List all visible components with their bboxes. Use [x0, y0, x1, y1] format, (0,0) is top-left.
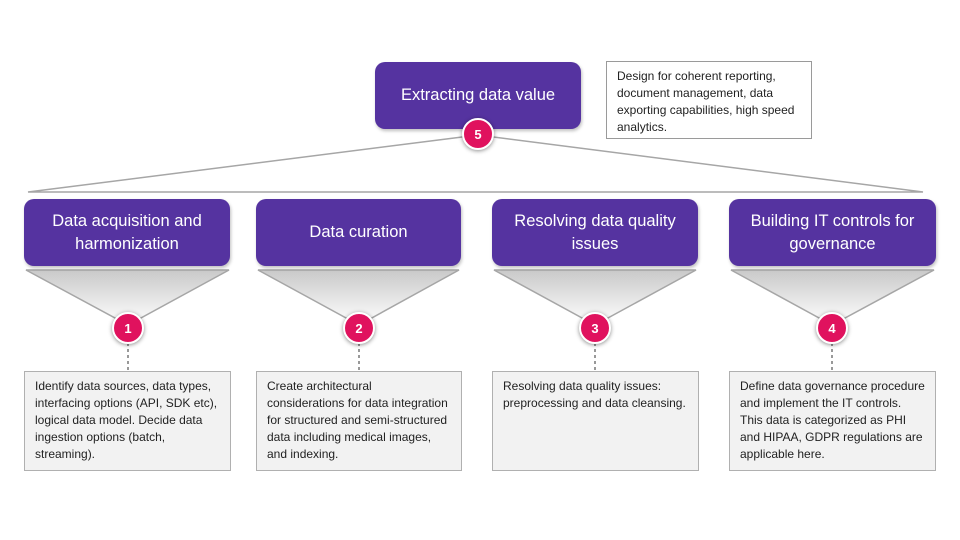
step-4-description-note: Define data governance procedure and imp… [729, 371, 936, 471]
step-5-number-badge: 5 [462, 118, 494, 150]
step-1-number-badge: 1 [112, 312, 144, 344]
step-2-funnel [257, 269, 460, 326]
step-3-number-badge: 3 [579, 312, 611, 344]
step-4-title: Building IT controls for governance [750, 211, 915, 253]
step-3-box: Resolving data quality issues [492, 199, 698, 266]
step-1-description: Identify data sources, data types, inter… [35, 379, 218, 461]
step-3-description-note: Resolving data quality issues: preproces… [492, 371, 699, 471]
top-fan-connector [27, 134, 924, 193]
step-4-number: 4 [828, 320, 836, 336]
step-2-box: Data curation [256, 199, 461, 266]
step-1-description-note: Identify data sources, data types, inter… [24, 371, 231, 471]
top-box-extracting-data-value: Extracting data value [375, 62, 581, 129]
top-description-text: Design for coherent reporting, document … [617, 69, 795, 134]
step-4-description: Define data governance procedure and imp… [740, 379, 925, 461]
step-2-description: Create architectural considerations for … [267, 379, 448, 461]
step-4-number-badge: 4 [816, 312, 848, 344]
step-3-description: Resolving data quality issues: preproces… [503, 379, 686, 410]
step-2-description-note: Create architectural considerations for … [256, 371, 462, 471]
step-2-number-badge: 2 [343, 312, 375, 344]
step-5-number: 5 [474, 126, 482, 142]
top-box-title: Extracting data value [400, 86, 556, 104]
step-3-funnel [493, 269, 697, 326]
step-1-number: 1 [124, 320, 132, 336]
step-3-number: 3 [591, 320, 599, 336]
step-1-title: Data acquisition and harmonization [52, 211, 202, 253]
step-3-title: Resolving data quality issues [514, 211, 676, 253]
step-4-box: Building IT controls for governance [729, 199, 936, 266]
step-1-funnel [25, 269, 230, 326]
step-1-box: Data acquisition and harmonization [24, 199, 230, 266]
top-description-note: Design for coherent reporting, document … [606, 61, 812, 139]
step-2-number: 2 [355, 320, 363, 336]
step-2-title: Data curation [309, 223, 408, 241]
step-4-funnel [730, 269, 935, 326]
